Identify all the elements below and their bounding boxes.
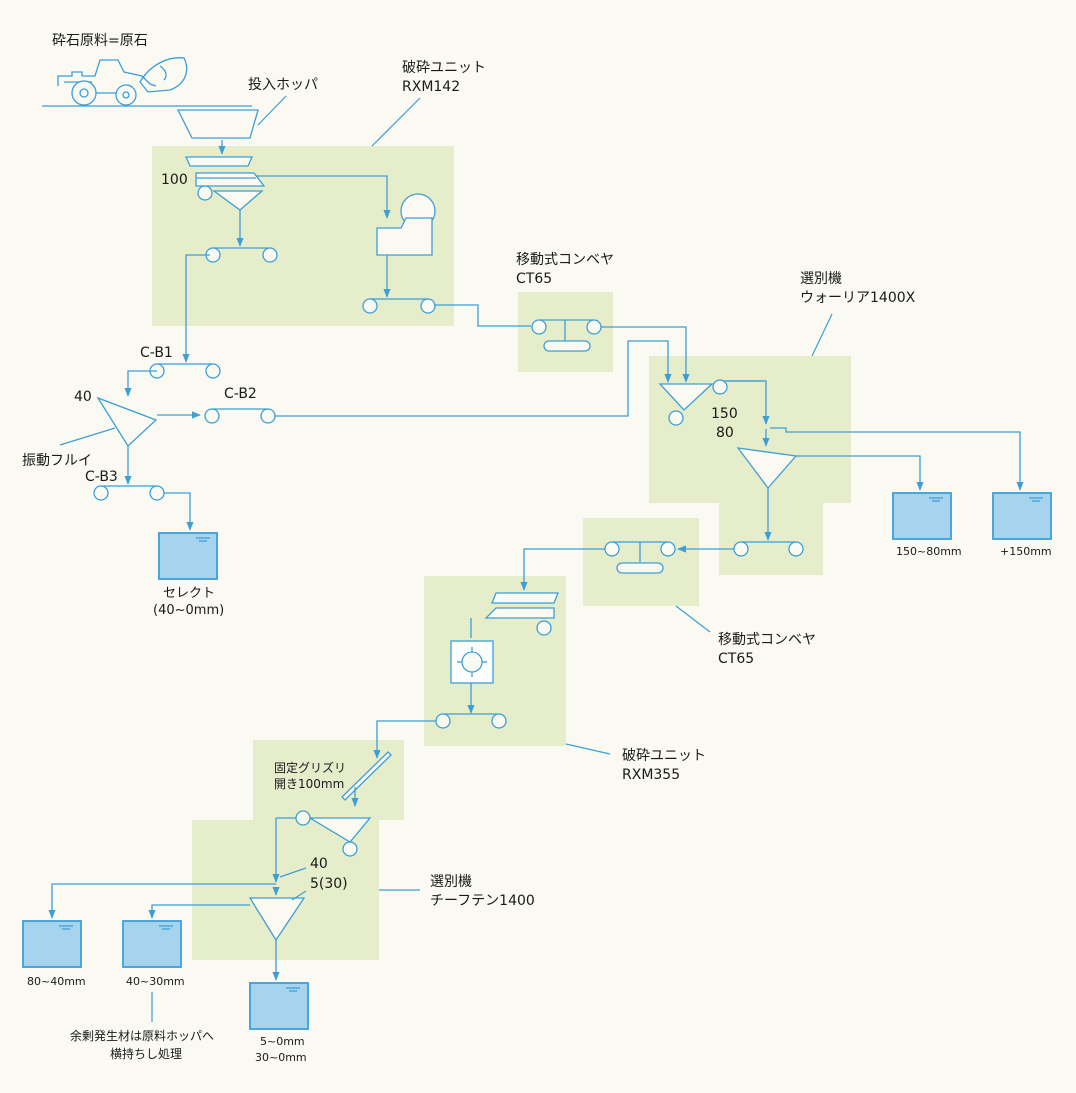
tank-150-80-label: 150~80mm: [896, 545, 962, 558]
grizzly-opening: 開き100mm: [274, 777, 344, 791]
wheel-loader-icon: [42, 57, 252, 107]
tank-5-0-label: 5~0mm: [260, 1035, 305, 1048]
crusher-unit-1: [184, 97, 436, 314]
conveyor-2-title: 移動式コンベヤ: [718, 632, 816, 648]
mobile-conveyor-2: [520, 541, 734, 633]
sorter-1-model: ウォーリア1400X: [800, 290, 916, 306]
crusher-2-model: RXM355: [622, 767, 680, 783]
crusher-2-title: 破砕ユニット: [622, 748, 706, 764]
crusher-1-title: 破砕ユニット: [402, 60, 486, 76]
sorter-1-title: 選別機: [800, 271, 842, 287]
raw-material-label: 砕石原料=原石: [52, 33, 148, 49]
sorter-1-size-bottom: 80: [716, 425, 734, 441]
crusher-1-model: RXM142: [402, 79, 460, 95]
input-hopper: [176, 95, 287, 155]
conveyor-2-zone: [583, 518, 699, 606]
tank-80-40-label: 80~40mm: [27, 975, 86, 988]
conveyor-1-title: 移動式コンベヤ: [516, 252, 614, 268]
sorter-2-title: 選別機: [430, 874, 472, 890]
select-tank-label: セレクト: [163, 586, 215, 601]
sorter-2-size-top: 40: [310, 856, 328, 872]
tank-150plus-label: +150mm: [1000, 545, 1052, 558]
conveyor-cb1-label: C-B1: [140, 345, 173, 361]
conveyor-2-model: CT65: [718, 651, 754, 667]
vibrating-screen-size: 40: [74, 389, 92, 405]
conveyor-cb3-label: C-B3: [85, 469, 118, 485]
sorter-2-model: チーフテン1400: [430, 893, 535, 909]
tank-30-0-label: 30~0mm: [255, 1051, 307, 1064]
mobile-conveyor-1: [434, 304, 690, 383]
crusher-1-size: 100: [161, 172, 188, 188]
screen-line: [59, 254, 672, 580]
input-hopper-label: 投入ホッパ: [248, 77, 318, 93]
crusher-unit-2: [373, 592, 611, 759]
vibrating-screen-label: 振動フルイ: [22, 453, 92, 469]
note-line-2: 横持ちし処理: [110, 1046, 182, 1061]
grizzly-title: 固定グリズリ: [274, 760, 346, 775]
conveyor-cb2-label: C-B2: [224, 386, 257, 402]
grizzly-and-sorter-chieftain-1400: [22, 751, 420, 1030]
sorter-2-size-bottom: 5(30): [310, 876, 348, 892]
conveyor-1-model: CT65: [516, 271, 552, 287]
sorter-1-size-top: 150: [711, 406, 738, 422]
tank-40-30-label: 40~30mm: [126, 975, 185, 988]
note-line-1: 余剰発生材は原料ホッパへ: [70, 1028, 214, 1043]
select-tank-size: (40~0mm): [153, 603, 224, 618]
sorter-1-zone: [649, 356, 851, 575]
